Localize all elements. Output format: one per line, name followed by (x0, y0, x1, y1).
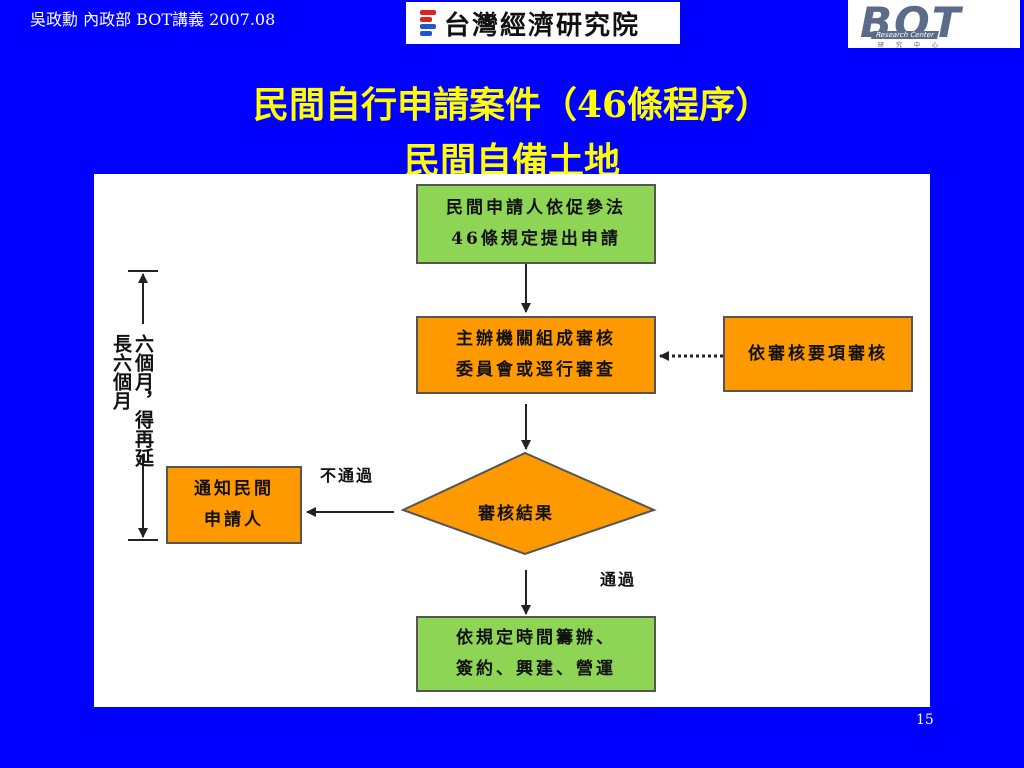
duration-label: 六個月，得再延長六個月 (110, 334, 154, 474)
step1-application-box: 民間申請人依促參法 46條規定提出申請 (416, 184, 656, 264)
duration-label-col2: 延長六個月 (110, 334, 154, 467)
reject-notify-text: 通知民間 申請人 (194, 479, 274, 530)
reject-notify-box: 通知民間 申請人 (166, 466, 302, 544)
final-step-box: 依規定時間籌辦、 簽約、興建、營運 (416, 616, 656, 692)
header-lecture-info: 吳政勳 內政部 BOT講義 2007.08 (30, 10, 276, 29)
bot-logo-chinese: 研究中心 (878, 42, 951, 49)
slide-title-line1: 民間自行申請案件（46條程序） (252, 84, 772, 126)
side-criteria-text: 依審核要項審核 (748, 343, 888, 364)
decision-diamond (400, 451, 657, 556)
bot-logo-word: BOT (860, 0, 963, 47)
step2-review-text: 主辦機關組成審核 委員會或逕行審查 (456, 329, 616, 380)
tier-logo: 台灣經濟研究院 (406, 2, 680, 44)
decision-label: 審核結果 (478, 504, 554, 524)
tier-logo-mark-icon (420, 8, 438, 38)
duration-label-col1: 六個月，得再 (132, 334, 154, 448)
flowchart-panel: 民間申請人依促參法 46條規定提出申請 主辦機關組成審核 委員會或逕行審查 依審… (94, 174, 930, 707)
step2-review-box: 主辦機關組成審核 委員會或逕行審查 (416, 316, 656, 394)
pass-label: 通過 (600, 570, 637, 589)
bot-logo: BOT Research Center 研究中心 (848, 0, 1020, 49)
fail-label: 不通過 (320, 466, 375, 485)
page-number: 15 (916, 712, 934, 728)
final-step-text: 依規定時間籌辦、 簽約、興建、營運 (456, 628, 616, 679)
step1-application-text: 民間申請人依促參法 46條規定提出申請 (446, 198, 626, 249)
tier-logo-name: 台灣經濟研究院 (444, 10, 641, 41)
bot-logo-subtitle: Research Center (870, 31, 939, 39)
flowchart-connectors (128, 264, 723, 615)
side-criteria-box: 依審核要項審核 (723, 316, 913, 392)
